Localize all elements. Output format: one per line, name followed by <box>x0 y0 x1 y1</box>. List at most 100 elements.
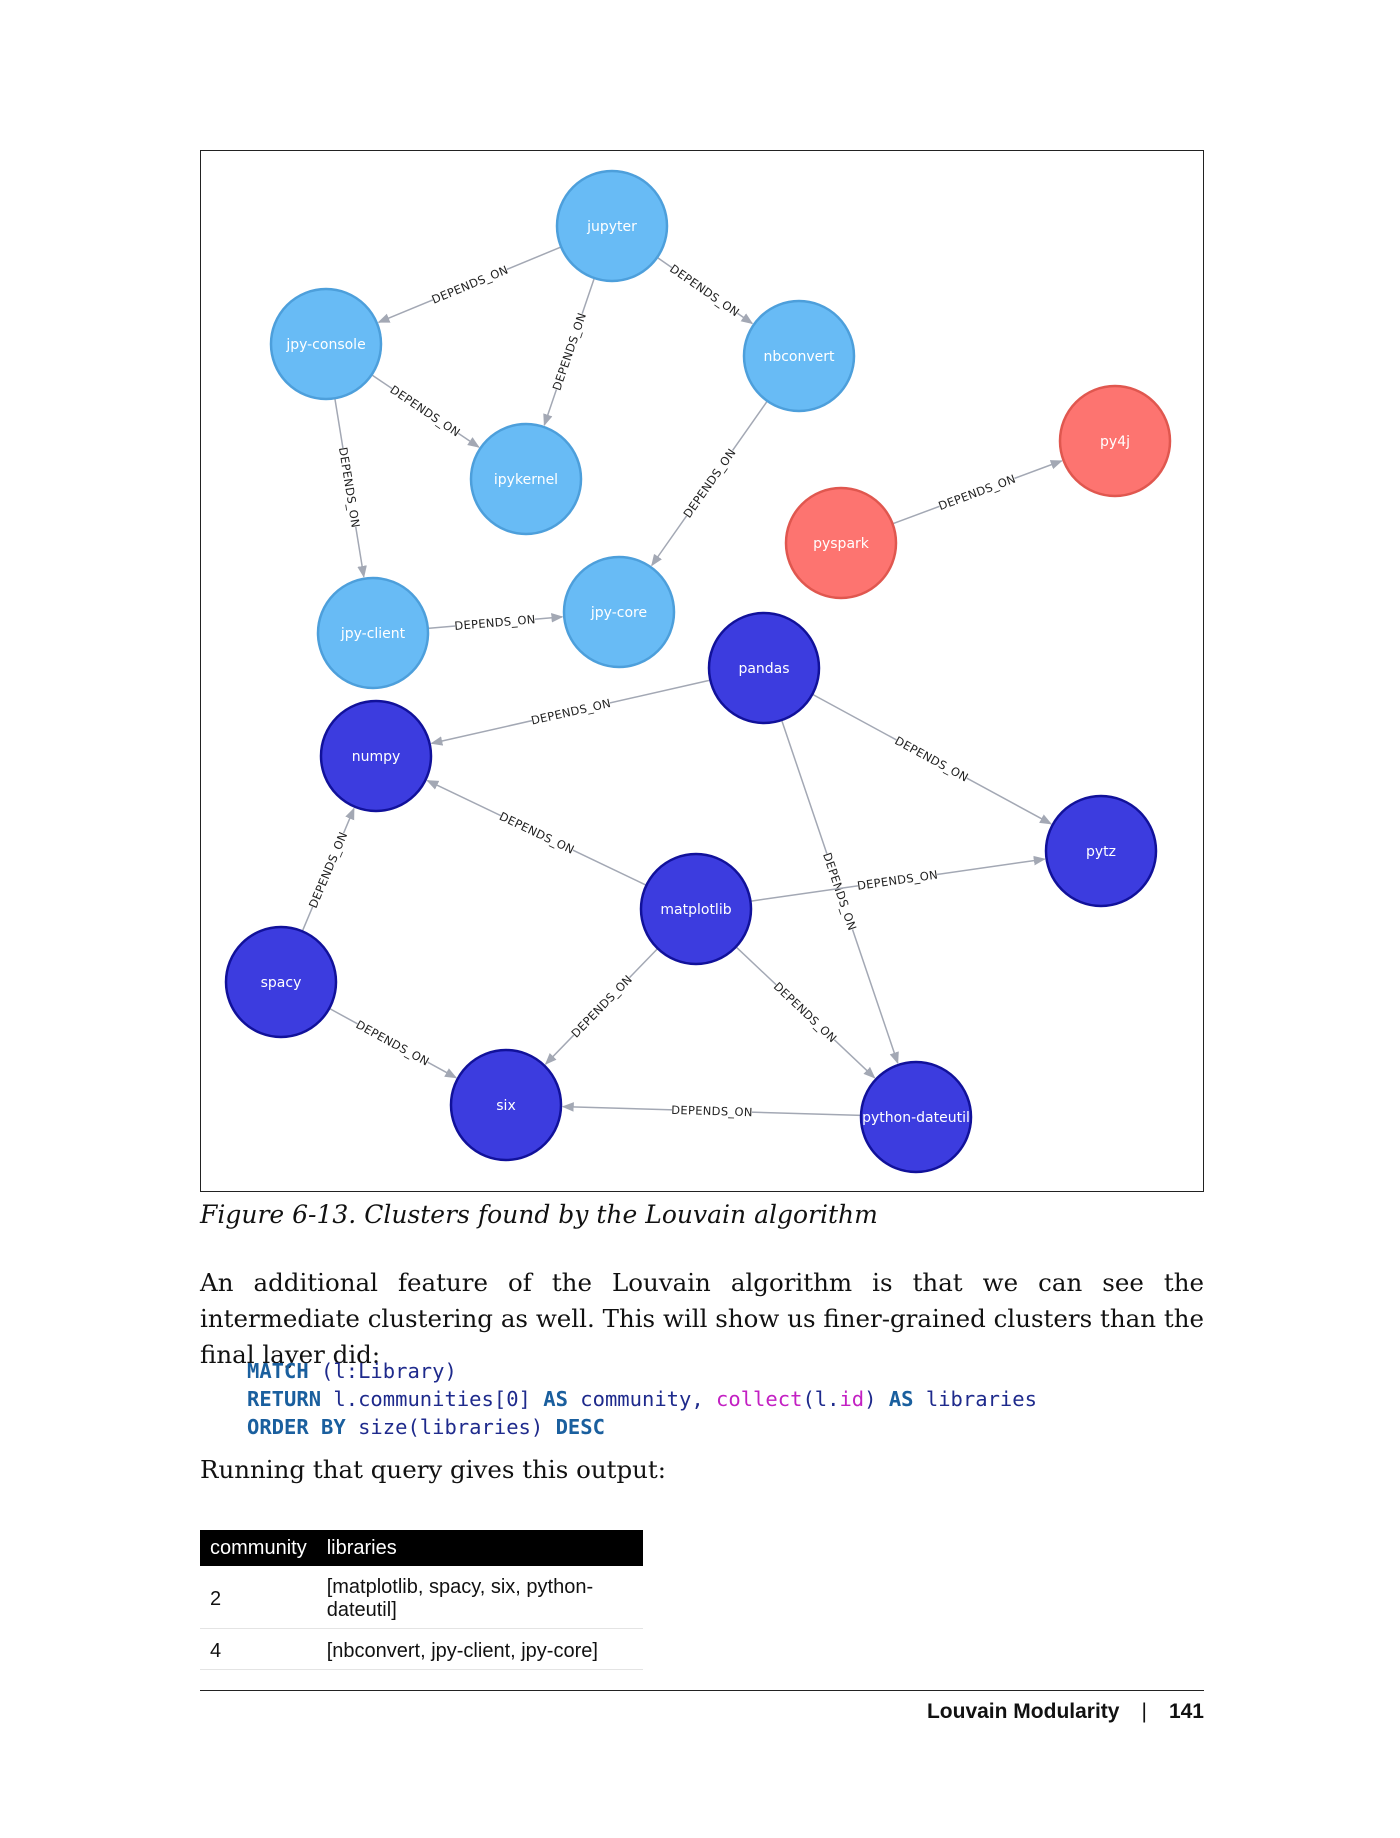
code-function: id <box>839 1387 865 1411</box>
table-row: 4 [nbconvert, jpy-client, jpy-core] <box>200 1628 643 1670</box>
edge-label: DEPENDS_ON <box>454 612 536 633</box>
edge-label-bg <box>454 611 536 634</box>
node-ipykernel[interactable]: ipykernel <box>469 422 583 536</box>
edge-label-bg <box>548 311 590 392</box>
edge-label: DEPENDS_ON <box>680 446 738 521</box>
running-text: Running that query gives this output: <box>200 1455 667 1484</box>
table-cell-community: 2 <box>200 1566 317 1629</box>
code-keyword: RETURN <box>247 1387 322 1411</box>
node-circle[interactable] <box>319 699 433 813</box>
node-label: nbconvert <box>763 349 835 365</box>
node-circle[interactable] <box>1044 794 1158 908</box>
node-circle[interactable] <box>742 299 856 413</box>
node-label: python-dateutil <box>862 1110 970 1126</box>
node-circle[interactable] <box>316 576 430 690</box>
node-pyspark[interactable]: pyspark <box>784 486 898 600</box>
code-keyword: ORDER BY <box>247 1415 346 1439</box>
node-label: pyspark <box>813 536 870 552</box>
footer-separator: | <box>1141 1700 1147 1723</box>
nodes-layer: jupyter jpy-console nbconvert ipykernel jpy-… <box>224 169 1172 1174</box>
output-table: community libraries 2 [matplotlib, spacy… <box>200 1530 643 1670</box>
code-block: MATCH (l:Library)RETURN l.communities[0]… <box>247 1357 1037 1441</box>
code-text: l.communities[0] <box>321 1387 544 1411</box>
node-six[interactable]: six <box>449 1048 563 1162</box>
edge-label: DEPENDS_ON <box>892 733 970 784</box>
edge-label: DEPENDS_ON <box>856 867 939 892</box>
footer-page-number: 141 <box>1168 1700 1204 1723</box>
node-nbconvert[interactable]: nbconvert <box>742 299 856 413</box>
node-jpy-client[interactable]: jpy-client <box>316 576 430 690</box>
cluster-graph: DEPENDS_ON DEPENDS_ON DEPENDS_ON DEPENDS_ON… <box>224 169 1172 1174</box>
node-spacy[interactable]: spacy <box>224 925 338 1039</box>
table-header-row: community libraries <box>200 1530 643 1566</box>
edge-label-bg <box>671 1101 753 1121</box>
code-text: (l. <box>802 1387 840 1411</box>
table-cell-libraries: [matplotlib, spacy, six, python-dateutil… <box>316 1566 643 1629</box>
edge-label-bg <box>335 446 364 529</box>
code-text: (l:Library) <box>308 1359 457 1383</box>
node-circle[interactable] <box>707 611 821 725</box>
code-keyword: AS <box>888 1387 914 1411</box>
node-jupyter[interactable]: jupyter <box>555 169 669 283</box>
node-label: spacy <box>261 975 302 991</box>
code-keyword: DESC <box>555 1415 605 1439</box>
node-circle[interactable] <box>469 422 583 536</box>
node-pytz[interactable]: pytz <box>1044 794 1158 908</box>
node-circle[interactable] <box>1058 384 1172 498</box>
node-matplotlib[interactable]: matplotlib <box>639 852 753 966</box>
code-line-3: ORDER BY size(libraries) DESC <box>247 1413 1037 1441</box>
node-python-dateutil[interactable]: python-dateutil <box>859 1060 973 1174</box>
edge-label: DEPENDS_ON <box>667 261 742 319</box>
code-text: libraries <box>913 1387 1037 1411</box>
code-keyword: AS <box>543 1387 568 1411</box>
edge-label: DEPENDS_ON <box>671 1103 753 1119</box>
node-jpy-core[interactable]: jpy-core <box>562 555 676 669</box>
edge-label-bg <box>856 866 939 894</box>
edge-label-bg <box>497 808 577 858</box>
figure-caption: Figure 6-13. Clusters found by the Louva… <box>200 1200 878 1229</box>
node-label: jpy-core <box>590 605 647 621</box>
edge-label: DEPENDS_ON <box>497 809 577 857</box>
edge-label-bg <box>770 979 840 1046</box>
edge-label: DEPENDS_ON <box>306 830 350 911</box>
node-label: matplotlib <box>660 902 731 918</box>
edges-layer: DEPENDS_ON DEPENDS_ON DEPENDS_ON DEPENDS_ON… <box>301 246 1063 1121</box>
node-numpy[interactable]: numpy <box>319 699 433 813</box>
node-label: pandas <box>738 661 789 677</box>
node-py4j[interactable]: py4j <box>1058 384 1172 498</box>
node-label: py4j <box>1100 434 1130 450</box>
node-circle[interactable] <box>784 486 898 600</box>
edge-label-bg <box>429 261 510 308</box>
node-circle[interactable] <box>859 1060 973 1174</box>
table-cell-libraries: [nbconvert, jpy-client, jpy-core] <box>316 1628 643 1670</box>
node-circle[interactable] <box>269 287 383 401</box>
footer-rule <box>200 1690 1204 1691</box>
table-row: 2 [matplotlib, spacy, six, python-dateut… <box>200 1566 643 1629</box>
node-circle[interactable] <box>562 555 676 669</box>
edge-label: DEPENDS_ON <box>336 446 363 529</box>
code-line-2: RETURN l.communities[0] AS community, co… <box>247 1385 1037 1413</box>
node-pandas[interactable]: pandas <box>707 611 821 725</box>
edge-label-bg <box>667 261 743 320</box>
edge-label-bg <box>353 1016 432 1070</box>
body-paragraph: An additional feature of the Louvain alg… <box>200 1268 1204 1369</box>
node-label: jpy-client <box>340 626 406 642</box>
node-circle[interactable] <box>555 169 669 283</box>
node-label: jpy-console <box>285 337 365 353</box>
node-circle[interactable] <box>639 852 753 966</box>
code-text: community, <box>567 1387 717 1411</box>
node-label: six <box>496 1098 515 1114</box>
code-line-1: MATCH (l:Library) <box>247 1357 1037 1385</box>
footer-section-title: Louvain Modularity <box>926 1700 1120 1723</box>
node-label: pytz <box>1086 844 1116 860</box>
table-cell-community: 4 <box>200 1628 317 1670</box>
edge-label: DEPENDS_ON <box>354 1017 432 1068</box>
code-text: ) <box>864 1387 889 1411</box>
node-circle[interactable] <box>224 925 338 1039</box>
edge-label: DEPENDS_ON <box>568 972 635 1040</box>
table-header-libraries: libraries <box>316 1530 643 1566</box>
node-circle[interactable] <box>449 1048 563 1162</box>
node-jpy-console[interactable]: jpy-console <box>269 287 383 401</box>
node-label: numpy <box>352 749 401 765</box>
code-text: size(libraries) <box>345 1415 556 1439</box>
